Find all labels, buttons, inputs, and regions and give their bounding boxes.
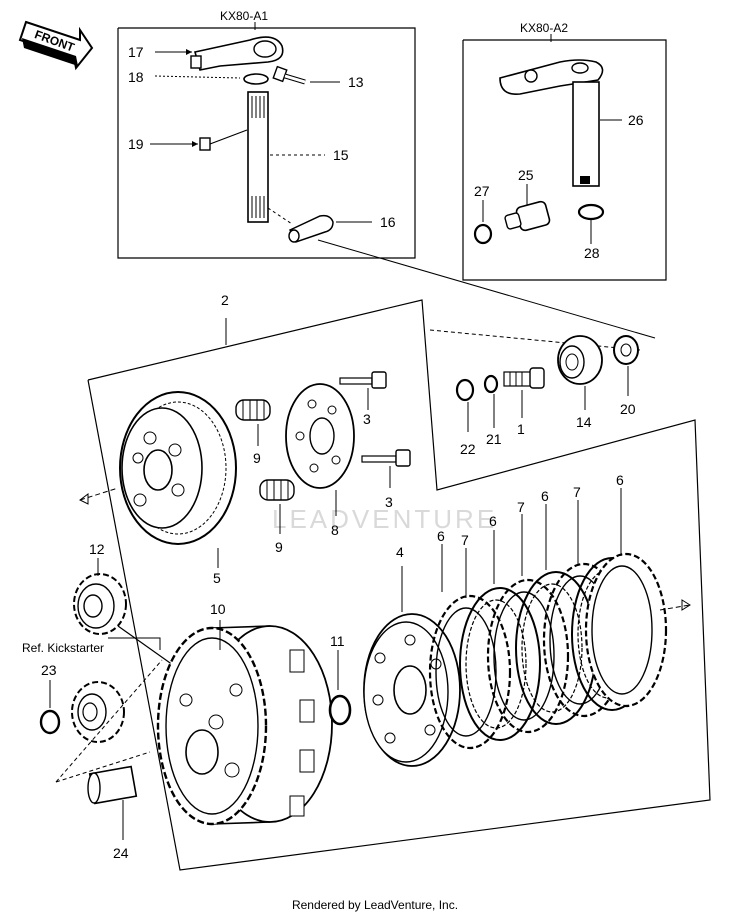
callout-9b: 9 <box>275 539 283 555</box>
callout-20: 20 <box>620 401 636 417</box>
bolt-part-3a <box>339 371 387 389</box>
clutch-plate-stack <box>428 552 668 750</box>
callout-6b: 6 <box>489 513 497 529</box>
callout-22: 22 <box>460 441 476 457</box>
callout-18: 18 <box>128 69 144 85</box>
kx80-a1-group: KX80-A1 17 18 13 <box>117 9 416 259</box>
shift-lever-part <box>190 36 284 71</box>
callout-7a: 7 <box>461 532 469 548</box>
callout-24: 24 <box>113 845 129 861</box>
callout-3a: 3 <box>363 411 371 427</box>
pressure-plate-part-8 <box>285 383 355 489</box>
callout-26: 26 <box>628 112 644 128</box>
return-spring-part <box>288 214 334 243</box>
washer-part-23 <box>39 709 61 735</box>
kx80-a2-label: KX80-A2 <box>520 21 568 35</box>
shift-shaft-part <box>247 91 269 223</box>
callout-28: 28 <box>584 245 600 261</box>
callout-19: 19 <box>128 136 144 152</box>
callout-6c: 6 <box>541 488 549 504</box>
spring-part-9a <box>235 399 271 421</box>
callout-1: 1 <box>517 421 525 437</box>
gear-part-12 <box>73 573 127 635</box>
bearing-part-20 <box>613 335 639 365</box>
callout-25: 25 <box>518 167 534 183</box>
bushing-part-24 <box>87 765 138 805</box>
washer-part-27 <box>473 223 493 245</box>
callout-17: 17 <box>128 44 144 60</box>
kickstarter-gear-part <box>71 681 125 743</box>
spring-part-9b <box>259 479 295 501</box>
callout-9a: 9 <box>253 450 261 466</box>
bolt-part-13 <box>272 65 306 85</box>
callout-3b: 3 <box>385 494 393 510</box>
bolt-part-3b <box>361 449 411 467</box>
kx80-a2-group: KX80-A2 26 25 27 28 <box>462 21 667 281</box>
watermark-text: LEADVENTURE <box>272 504 497 534</box>
callout-10: 10 <box>210 601 226 617</box>
bearing-housing-part-14 <box>557 335 603 385</box>
clutch-boss-part-4 <box>363 613 461 767</box>
lockwasher-part-21 <box>483 374 499 394</box>
callout-11: 11 <box>330 633 345 649</box>
callout-16: 16 <box>380 214 396 230</box>
washer-part-18 <box>243 73 269 85</box>
front-arrow-icon: FRONT <box>18 20 94 71</box>
callout-6d: 6 <box>616 472 624 488</box>
clutch-hub-part-5 <box>119 391 237 545</box>
callout-8: 8 <box>331 522 339 538</box>
callout-21: 21 <box>486 431 502 447</box>
callout-13: 13 <box>348 74 364 90</box>
callout-7c: 7 <box>573 484 581 500</box>
clutch-housing-part-10 <box>156 625 333 826</box>
footer-credit: Rendered by LeadVenture, Inc. <box>291 898 459 912</box>
callout-2: 2 <box>221 292 229 308</box>
callout-4: 4 <box>396 544 404 560</box>
kx80-a1-label: KX80-A1 <box>220 9 268 23</box>
adjusting-screw-part-1 <box>503 367 545 389</box>
thrust-washer-part-11 <box>328 694 352 726</box>
callout-14: 14 <box>576 414 592 430</box>
callout-23: 23 <box>41 662 57 678</box>
collar-part-25 <box>504 200 551 232</box>
callout-12: 12 <box>89 541 105 557</box>
ref-kickstarter-label: Ref. Kickstarter <box>22 641 104 655</box>
callout-15: 15 <box>333 147 349 163</box>
callout-7b: 7 <box>517 499 525 515</box>
shift-lever-part-26 <box>499 59 604 187</box>
callout-6a: 6 <box>437 528 445 544</box>
bolt-part-19 <box>199 129 248 151</box>
clutch-assembly-outline <box>87 299 711 871</box>
callout-27: 27 <box>474 183 490 199</box>
washer-part-28 <box>577 203 605 221</box>
callout-5: 5 <box>213 570 221 586</box>
washer-part-22 <box>455 378 475 402</box>
